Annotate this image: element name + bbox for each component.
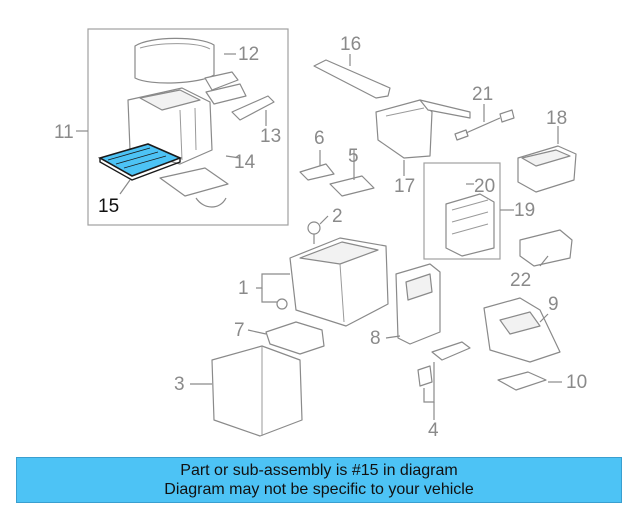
part-15-mat-highlighted bbox=[97, 143, 183, 181]
part-14-tray bbox=[159, 167, 229, 197]
callout-6: 6 bbox=[314, 128, 325, 149]
banner-line-1: Part or sub-assembly is #15 in diagram bbox=[180, 462, 458, 479]
callout-4: 4 bbox=[428, 420, 439, 441]
part-9-bracket bbox=[483, 297, 561, 363]
part-21-cable bbox=[454, 109, 515, 141]
part-17-bracket bbox=[375, 99, 471, 159]
callout-12: 12 bbox=[238, 44, 259, 65]
callout-20: 20 bbox=[474, 176, 495, 197]
banner-line-2: Diagram may not be specific to your vehi… bbox=[164, 481, 474, 498]
part-12-armrest-lid bbox=[134, 37, 215, 84]
callout-3: 3 bbox=[174, 374, 185, 395]
callout-19: 19 bbox=[514, 200, 535, 221]
callout-16: 16 bbox=[340, 34, 361, 55]
part-10-plate bbox=[497, 371, 547, 391]
part-18-module bbox=[517, 145, 577, 193]
leader-lines bbox=[76, 53, 562, 420]
callout-8: 8 bbox=[370, 328, 381, 349]
part-8-rear-panel bbox=[395, 263, 441, 345]
callout-7: 7 bbox=[234, 320, 245, 341]
callout-21: 21 bbox=[472, 84, 493, 105]
part-2-screw bbox=[307, 221, 321, 244]
callout-13: 13 bbox=[260, 126, 281, 147]
callout-15: 15 bbox=[98, 196, 119, 217]
subassembly-frame-19 bbox=[423, 162, 501, 260]
part-4-bracket-b bbox=[431, 341, 471, 361]
callout-18: 18 bbox=[546, 108, 567, 129]
part-3-lower-housing bbox=[211, 345, 303, 437]
info-banner: Part or sub-assembly is #15 in diagram D… bbox=[16, 457, 622, 503]
part-11-bracket bbox=[204, 71, 239, 91]
part-11-bracket-2 bbox=[205, 83, 247, 105]
part-7-bracket bbox=[265, 321, 325, 355]
callout-9: 9 bbox=[548, 294, 559, 315]
callout-5: 5 bbox=[348, 146, 359, 167]
part-5-pad bbox=[329, 175, 375, 197]
part-20-switch bbox=[445, 193, 495, 257]
part-14-clip bbox=[195, 197, 227, 208]
callout-10: 10 bbox=[566, 372, 587, 393]
callout-11: 11 bbox=[54, 122, 74, 143]
callout-17: 17 bbox=[394, 176, 415, 197]
callout-14: 14 bbox=[234, 152, 256, 173]
part-1-console-body bbox=[276, 237, 389, 327]
part-4-bracket-a bbox=[417, 365, 433, 387]
callout-2: 2 bbox=[332, 206, 343, 227]
part-13-latch bbox=[231, 95, 275, 121]
part-16-cover bbox=[313, 59, 391, 99]
part-22-latch bbox=[519, 229, 573, 267]
subassembly-frame-11 bbox=[87, 28, 289, 226]
callout-1: 1 bbox=[238, 278, 249, 299]
callout-labels: 1 2 3 4 5 6 7 8 9 10 11 12 13 14 15 16 1… bbox=[54, 34, 587, 441]
part-6-pad bbox=[299, 163, 335, 181]
parts-diagram: 1 2 3 4 5 6 7 8 9 10 11 12 13 14 15 16 1… bbox=[54, 28, 587, 441]
callout-22: 22 bbox=[510, 270, 531, 291]
